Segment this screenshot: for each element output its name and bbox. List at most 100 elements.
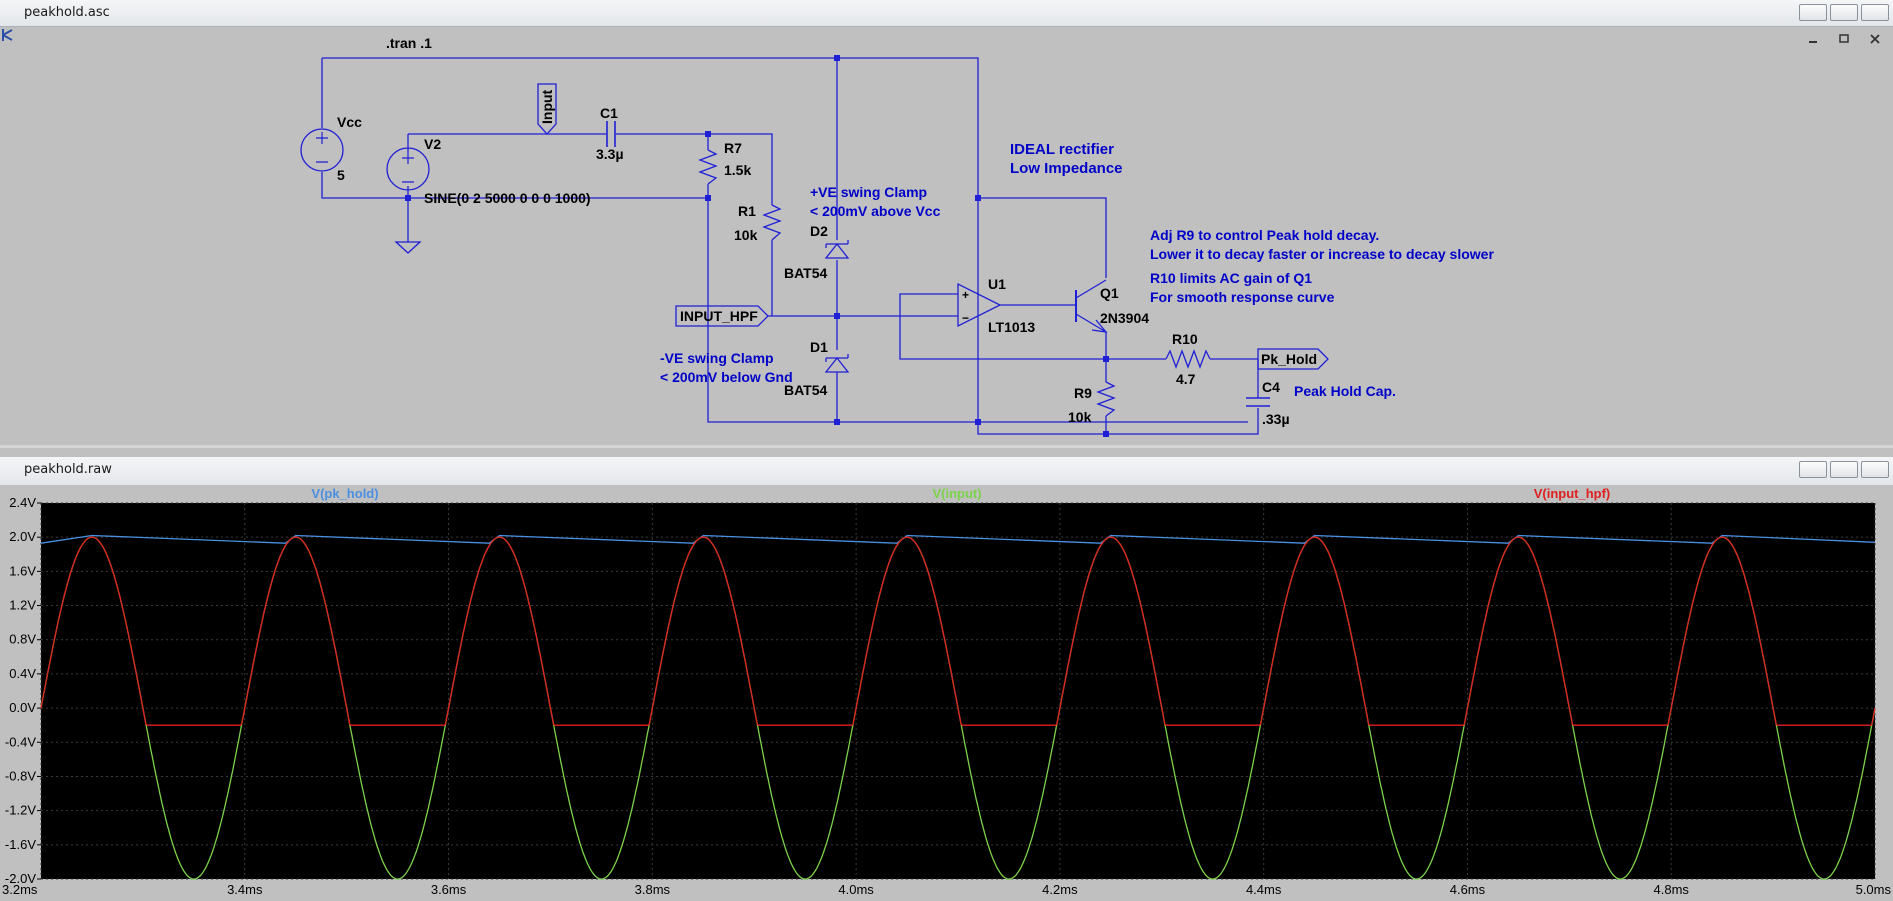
waveform-plot[interactable]: 2.4V2.0V1.6V1.2V0.8V0.4V0.0V-0.4V-0.8V-1… — [0, 485, 1893, 901]
v2-value: SINE(0 2 5000 0 0 0 1000) — [424, 190, 591, 206]
waveform-title: peakhold.raw — [24, 462, 112, 477]
q1-name: Q1 — [1100, 285, 1119, 301]
y-tick-label: -0.8V — [5, 768, 36, 783]
r10-resistor[interactable]: R10 4.7 — [1165, 331, 1211, 387]
minimize-button[interactable] — [1799, 4, 1827, 43]
input-label-text: Input — [539, 89, 555, 124]
y-axis-ticks: 2.4V2.0V1.6V1.2V0.8V0.4V0.0V-0.4V-0.8V-1… — [5, 495, 41, 886]
y-tick-label: -1.6V — [5, 837, 36, 852]
schematic-canvas[interactable]: Vcc 5 V2 SINE(0 2 5000 0 0 0 1000) Input… — [0, 27, 1893, 445]
trace-v-input-hpf[interactable] — [40, 536, 1876, 726]
x-tick-label: 3.6ms — [431, 882, 467, 897]
neg-clamp-comment-2: < 200mV below Gnd — [660, 369, 793, 385]
u1-value: LT1013 — [988, 319, 1035, 335]
restore-button[interactable] — [1830, 4, 1858, 43]
q1-transistor[interactable]: Q1 2N3904 — [1075, 279, 1149, 333]
r1-resistor[interactable]: R1 10k — [734, 203, 782, 243]
restore-icon — [1839, 34, 1849, 43]
vcc-source[interactable]: Vcc 5 — [300, 114, 362, 183]
r9-resistor[interactable]: R9 10k — [1068, 381, 1116, 425]
v2-name: V2 — [424, 136, 441, 152]
r1-value: 10k — [734, 227, 758, 243]
c1-name: C1 — [600, 105, 618, 121]
legend-entry[interactable]: V(pk_hold) — [311, 486, 378, 501]
d1-value: BAT54 — [784, 382, 828, 398]
c1-capacitor[interactable]: C1 3.3µ — [596, 105, 624, 162]
schematic-titlebar[interactable]: peakhold.asc — [0, 0, 1893, 44]
v2-source[interactable]: V2 SINE(0 2 5000 0 0 0 1000) — [386, 136, 591, 206]
legend-entry[interactable]: V(input_hpf) — [1534, 486, 1611, 501]
d1-name: D1 — [810, 339, 828, 355]
input-net-label[interactable]: Input — [537, 83, 557, 135]
close-button[interactable] — [1861, 4, 1889, 44]
waveform-titlebar[interactable]: peakhold.raw — [0, 457, 1893, 502]
y-tick-label: -0.4V — [5, 734, 36, 749]
close-button[interactable] — [1861, 461, 1889, 502]
c4-name: C4 — [1262, 379, 1280, 395]
x-tick-label: 4.0ms — [838, 882, 874, 897]
restore-button[interactable] — [1830, 461, 1858, 501]
u1-opamp[interactable]: + − U1 LT1013 — [957, 276, 1035, 335]
junctions — [405, 55, 1109, 437]
q1-value: 2N3904 — [1100, 310, 1149, 326]
r7-value: 1.5k — [724, 162, 751, 178]
y-tick-label: -2.0V — [5, 871, 36, 886]
ltspice-schematic-icon — [2, 29, 13, 41]
y-tick-label: 0.0V — [9, 700, 36, 715]
y-tick-label: 1.6V — [9, 563, 36, 578]
comments: +VE swing Clamp < 200mV above Vcc -VE sw… — [660, 141, 1494, 399]
plot-area[interactable] — [41, 503, 1875, 879]
x-tick-label: 3.2ms — [2, 882, 38, 897]
x-tick-label: 3.8ms — [635, 882, 671, 897]
c4-value: .33µ — [1262, 411, 1290, 427]
legend-entry[interactable]: V(input) — [932, 486, 981, 501]
pos-clamp-comment-1: +VE swing Clamp — [810, 184, 927, 200]
y-tick-label: -1.2V — [5, 803, 36, 818]
pk-hold-label-text: Pk_Hold — [1261, 351, 1317, 367]
x-tick-label: 4.6ms — [1450, 882, 1486, 897]
pk-hold-net-label[interactable]: Pk_Hold — [1257, 348, 1329, 370]
r10-name: R10 — [1172, 331, 1198, 347]
d2-value: BAT54 — [784, 265, 828, 281]
vcc-value: 5 — [337, 167, 345, 183]
minimize-button[interactable] — [1799, 461, 1827, 501]
input-hpf-label-text: INPUT_HPF — [680, 308, 758, 324]
x-tick-label: 3.4ms — [227, 882, 263, 897]
close-icon — [1870, 34, 1880, 44]
input-hpf-net-label[interactable]: INPUT_HPF — [675, 305, 769, 327]
d1-diode[interactable]: D1 BAT54 — [784, 339, 850, 398]
adj-comment-2: Lower it to decay faster or increase to … — [1150, 246, 1494, 262]
trace-v-pk-hold[interactable] — [40, 534, 1876, 544]
tran-directive[interactable]: .tran .1 — [386, 35, 432, 51]
r10-value: 4.7 — [1176, 371, 1196, 387]
minimize-icon — [1809, 41, 1817, 43]
ideal-comment-2: Low Impedance — [1010, 160, 1123, 177]
d2-diode[interactable]: D2 BAT54 — [784, 223, 850, 281]
d2-name: D2 — [810, 223, 828, 239]
y-tick-label: 2.4V — [9, 495, 36, 510]
r9-name: R9 — [1074, 385, 1092, 401]
r10-comment-1: R10 limits AC gain of Q1 — [1150, 270, 1312, 286]
r7-name: R7 — [724, 140, 742, 156]
svg-text:+: + — [962, 288, 969, 302]
y-tick-label: 0.8V — [9, 632, 36, 647]
ground-symbol — [394, 241, 422, 254]
c1-value: 3.3µ — [596, 146, 624, 162]
ideal-comment-1: IDEAL rectifier — [1010, 141, 1114, 158]
y-tick-label: 0.4V — [9, 666, 36, 681]
c4-capacitor[interactable]: C4 .33µ — [1246, 379, 1290, 427]
y-tick-label: 1.2V — [9, 598, 36, 613]
x-tick-label: 4.2ms — [1042, 882, 1078, 897]
svg-text:−: − — [962, 311, 969, 325]
r10-comment-2: For smooth response curve — [1150, 289, 1335, 305]
neg-clamp-comment-1: -VE swing Clamp — [660, 350, 774, 366]
r7-resistor[interactable]: R7 1.5k — [698, 140, 751, 185]
x-tick-label: 5.0ms — [1856, 882, 1892, 897]
pos-clamp-comment-2: < 200mV above Vcc — [810, 203, 941, 219]
peak-cap-comment: Peak Hold Cap. — [1294, 383, 1396, 399]
vcc-name: Vcc — [337, 114, 362, 130]
trace-legend[interactable]: V(pk_hold) V(input) V(input_hpf) — [311, 486, 1610, 501]
r9-value: 10k — [1068, 409, 1092, 425]
